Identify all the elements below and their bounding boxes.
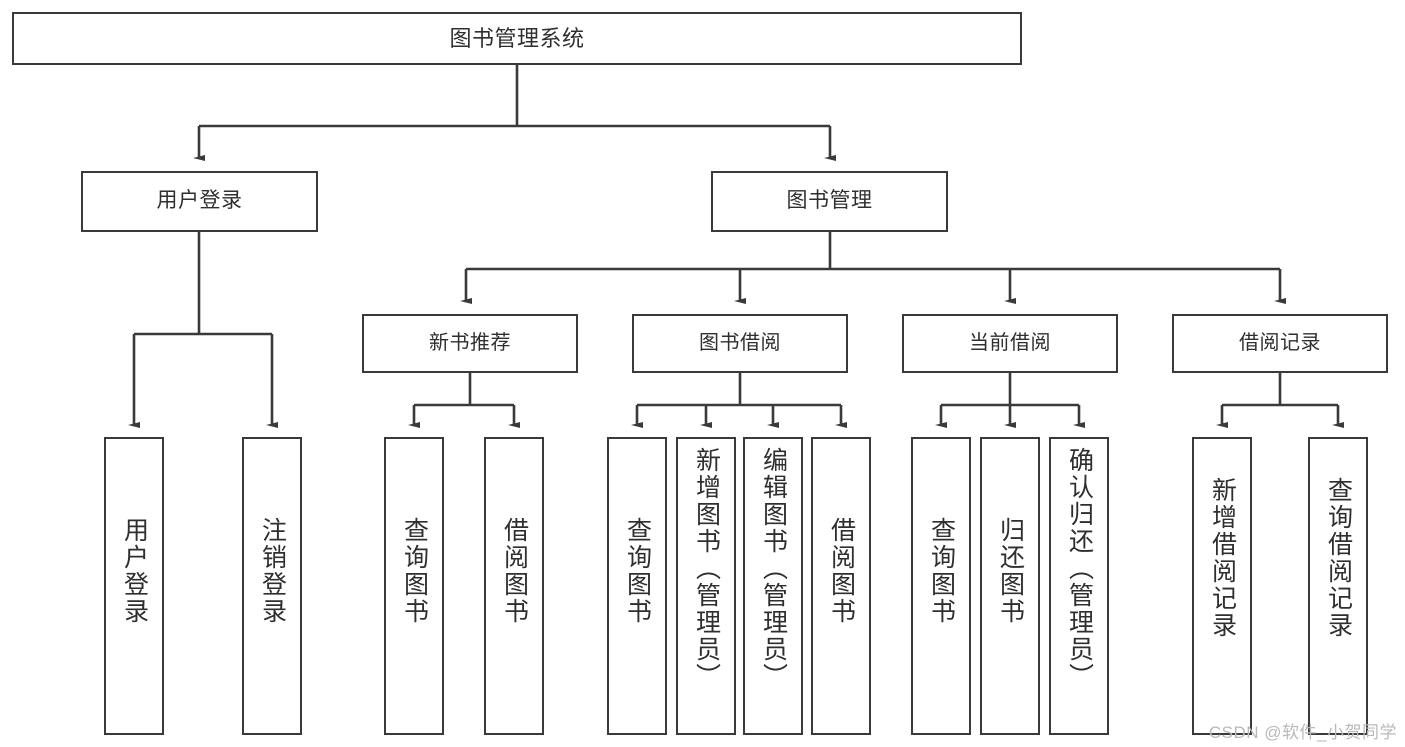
leaf-borrow-edit-book-admin[interactable]: 编辑图书（管理员）: [743, 437, 803, 735]
leaf-label: 查询图书: [400, 517, 429, 625]
leaf-label: 借阅图书: [500, 517, 529, 625]
node-root-system[interactable]: 图书管理系统: [12, 12, 1022, 65]
leaf-new-book-query[interactable]: 查询图书: [384, 437, 444, 735]
leaf-user-login-signin[interactable]: 用户登录: [104, 437, 164, 735]
node-label: 新书推荐: [429, 332, 511, 354]
node-label: 借阅记录: [1239, 332, 1321, 354]
node-new-book-recommend[interactable]: 新书推荐: [362, 314, 578, 373]
leaf-user-login-signout[interactable]: 注销登录: [242, 437, 302, 735]
leaf-label: 注销登录: [258, 517, 287, 625]
leaf-label: 用户登录: [120, 517, 149, 625]
leaf-label: 确认归还（管理员）: [1065, 447, 1094, 690]
node-borrow-record[interactable]: 借阅记录: [1172, 314, 1388, 373]
leaf-borrow-add-book-admin[interactable]: 新增图书（管理员）: [676, 437, 736, 735]
leaf-label: 借阅图书: [827, 517, 856, 625]
node-label: 当前借阅: [969, 332, 1051, 354]
node-user-login[interactable]: 用户登录: [81, 171, 318, 232]
node-label: 图书借阅: [699, 332, 781, 354]
node-label: 图书管理: [786, 189, 873, 213]
leaf-current-query-book[interactable]: 查询图书: [911, 437, 971, 735]
leaf-new-book-borrow[interactable]: 借阅图书: [484, 437, 544, 735]
leaf-borrow-borrow-book[interactable]: 借阅图书: [811, 437, 871, 735]
leaf-label: 编辑图书（管理员）: [759, 447, 788, 690]
leaf-current-confirm-return-admin[interactable]: 确认归还（管理员）: [1049, 437, 1109, 735]
leaf-label: 查询图书: [623, 517, 652, 625]
leaf-label: 新增图书（管理员）: [692, 447, 721, 690]
leaf-borrow-query-book[interactable]: 查询图书: [607, 437, 667, 735]
node-label: 用户登录: [156, 189, 243, 213]
leaf-current-return-book[interactable]: 归还图书: [980, 437, 1040, 735]
node-label: 图书管理系统: [449, 25, 585, 51]
leaf-label: 查询借阅记录: [1324, 477, 1353, 639]
leaf-label: 新增借阅记录: [1208, 477, 1237, 639]
leaf-record-query-record[interactable]: 查询借阅记录: [1308, 437, 1368, 735]
leaf-label: 归还图书: [996, 517, 1025, 625]
node-book-borrow[interactable]: 图书借阅: [632, 314, 848, 373]
csdn-watermark: CSDN @软件_小贺同学: [1208, 723, 1397, 742]
node-book-management[interactable]: 图书管理: [711, 171, 948, 232]
node-current-borrow[interactable]: 当前借阅: [902, 314, 1118, 373]
leaf-record-add-record[interactable]: 新增借阅记录: [1192, 437, 1252, 735]
leaf-label: 查询图书: [927, 517, 956, 625]
